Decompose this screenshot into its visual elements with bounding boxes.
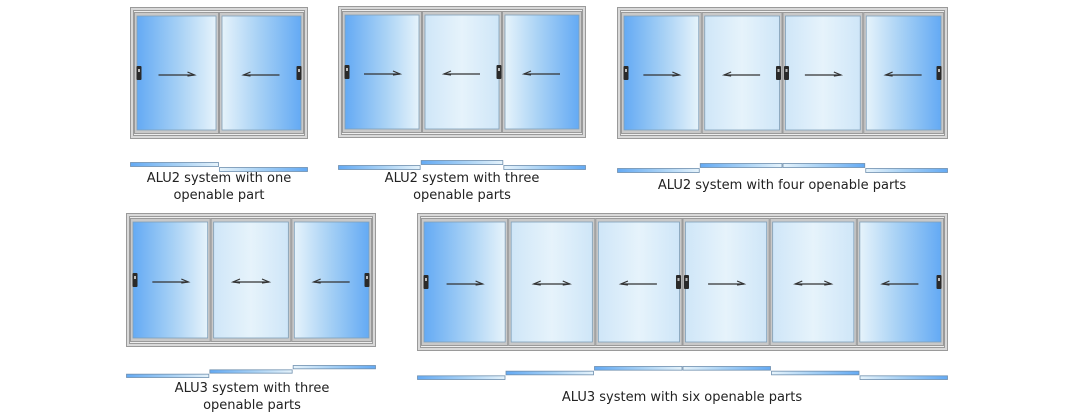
window-alu2-four <box>617 7 948 139</box>
handle-icon <box>132 273 138 287</box>
window-alu3-three <box>126 213 376 347</box>
track-segment <box>417 375 506 380</box>
caption-line-1: ALU2 system with one <box>146 171 292 186</box>
slide-arrow-icon <box>311 278 350 284</box>
handle-icon <box>936 66 942 80</box>
glass-pane <box>785 15 861 131</box>
caption-line-2: openable parts <box>413 188 511 203</box>
caption-alu2-four: ALU2 system with four openable parts <box>632 177 932 194</box>
glass-pane <box>865 15 942 131</box>
track-segment <box>682 366 771 371</box>
handle-icon <box>364 273 370 287</box>
handle-icon <box>776 66 781 80</box>
track-segment <box>859 375 948 380</box>
slide-arrow-icon <box>152 278 191 284</box>
track-plan-alu2-three <box>338 155 586 170</box>
handle-icon <box>423 275 429 289</box>
track-segment <box>594 366 683 371</box>
glass-pane <box>136 15 217 131</box>
handle-icon <box>344 65 350 79</box>
handle-icon <box>684 275 689 289</box>
slide-arrow-icon <box>721 71 761 77</box>
glass-pane <box>704 15 780 131</box>
glass-pane <box>132 221 209 339</box>
caption-alu3-six: ALU3 system with six openable parts <box>532 389 832 406</box>
glass-pane <box>685 221 768 343</box>
track-segment <box>126 373 210 378</box>
slide-arrow-icon <box>883 71 922 77</box>
caption-line-2: openable parts <box>203 398 301 413</box>
window-alu3-six <box>417 213 948 351</box>
track-segment <box>617 168 700 173</box>
slide-arrow-icon <box>241 71 280 77</box>
handle-icon <box>784 66 789 80</box>
glass-pane <box>293 221 370 339</box>
window-alu2-three <box>338 6 586 138</box>
glass-pane <box>423 221 506 343</box>
slide-arrow-icon <box>793 280 834 286</box>
track-segment <box>338 165 421 170</box>
track-plan-alu3-three <box>126 363 376 378</box>
caption-line-1: ALU2 system with four openable parts <box>657 178 907 193</box>
handle-icon <box>136 66 142 80</box>
track-segment <box>505 370 594 376</box>
slide-arrow-icon <box>521 70 560 76</box>
caption-alu3-three: ALU3 system with three openable parts <box>152 380 352 414</box>
handle-icon <box>936 275 942 289</box>
glass-pane <box>504 14 580 130</box>
track-plan-alu2-one <box>130 157 308 172</box>
track-segment <box>865 168 948 173</box>
handle-icon <box>623 66 629 80</box>
handle-icon <box>296 66 302 80</box>
caption-line-1: ALU3 system with three <box>174 381 330 396</box>
slide-arrow-icon <box>643 71 682 77</box>
caption-alu2-one: ALU2 system with one openable part <box>119 170 319 204</box>
track-segment <box>130 162 219 167</box>
glass-pane <box>597 221 680 343</box>
handle-icon <box>676 275 681 289</box>
slide-arrow-icon <box>446 280 485 286</box>
caption-line-1: ALU2 system with three <box>384 171 540 186</box>
caption-line-1: ALU3 system with six openable parts <box>561 390 803 405</box>
glass-pane <box>344 14 420 130</box>
track-segment <box>219 167 308 172</box>
handle-icon <box>496 65 502 79</box>
slide-arrow-icon <box>230 278 272 284</box>
track-plan-alu3-six <box>417 365 948 380</box>
glass-pane <box>510 221 593 343</box>
caption-alu2-three: ALU2 system with three openable parts <box>362 170 562 204</box>
track-segment <box>209 369 293 374</box>
slide-arrow-icon <box>158 71 197 77</box>
track-segment <box>699 163 783 168</box>
slide-arrow-icon <box>531 280 572 286</box>
glass-pane <box>859 221 942 343</box>
track-segment <box>782 163 866 168</box>
glass-pane <box>772 221 855 343</box>
track-segment <box>292 365 376 370</box>
track-segment <box>503 165 586 170</box>
track-segment <box>420 160 504 165</box>
slide-arrow-icon <box>441 70 480 76</box>
track-segment <box>771 370 860 376</box>
slide-arrow-icon <box>880 280 919 286</box>
caption-line-2: openable part <box>173 188 265 203</box>
slide-arrow-icon <box>708 280 747 286</box>
slide-arrow-icon <box>804 71 844 77</box>
glass-pane <box>213 221 289 339</box>
slide-arrow-icon <box>618 280 657 286</box>
glass-pane <box>424 14 500 130</box>
window-alu2-one <box>130 7 308 139</box>
slide-arrow-icon <box>364 70 403 76</box>
track-plan-alu2-four <box>617 158 948 173</box>
glass-pane <box>623 15 700 131</box>
glass-pane <box>221 15 302 131</box>
